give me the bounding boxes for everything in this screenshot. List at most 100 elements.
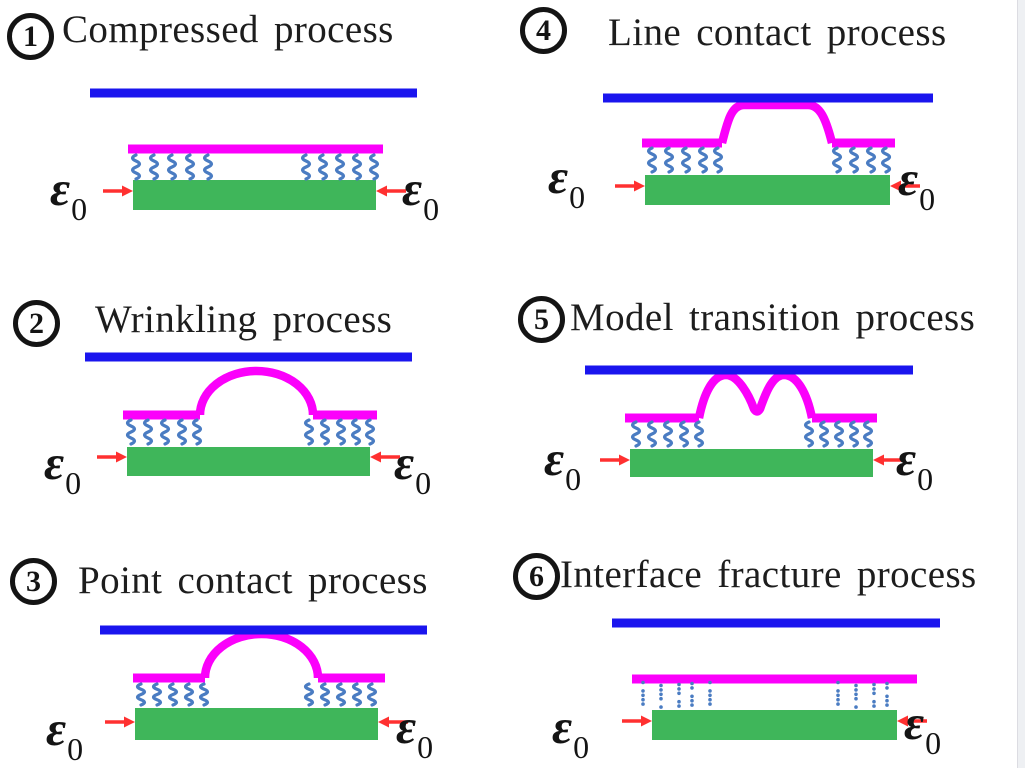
fractured-bond-dot bbox=[885, 694, 889, 699]
adhesion-spring bbox=[319, 418, 331, 446]
adhesion-spring bbox=[303, 418, 315, 446]
strain-label-right: ε0 bbox=[904, 695, 941, 759]
substrate-rect bbox=[645, 175, 890, 205]
adhesion-spring bbox=[191, 418, 203, 446]
model-transition-process-diagram bbox=[585, 365, 913, 477]
substrate-rect bbox=[135, 708, 378, 740]
fractured-bond-dot bbox=[708, 680, 712, 685]
panel-number-badge: 2 bbox=[13, 300, 60, 347]
adhesion-spring bbox=[862, 420, 874, 448]
epsilon-symbol: ε bbox=[552, 699, 573, 754]
fractured-bond-dot bbox=[854, 692, 858, 697]
fractured-bond-dot bbox=[659, 683, 663, 688]
fractured-bond-dot bbox=[641, 693, 645, 698]
panel-number: 2 bbox=[29, 306, 44, 340]
epsilon-subscript: 0 bbox=[919, 181, 936, 217]
fractured-bond-dot bbox=[854, 688, 858, 692]
epsilon-symbol: ε bbox=[898, 151, 919, 206]
epsilon-symbol: ε bbox=[548, 149, 569, 204]
adhesion-spring bbox=[646, 146, 658, 174]
film-buckle bbox=[717, 100, 837, 145]
epsilon-subscript: 0 bbox=[415, 465, 432, 501]
epsilon-subscript: 0 bbox=[423, 191, 440, 227]
epsilon-subscript: 0 bbox=[925, 725, 942, 761]
adhesion-spring bbox=[303, 682, 315, 707]
line-contact-process-diagram bbox=[603, 93, 933, 205]
strain-arrowhead-left bbox=[116, 451, 127, 463]
adhesion-spring bbox=[198, 682, 210, 707]
adhesion-spring bbox=[678, 420, 690, 448]
adhesion-spring bbox=[319, 682, 331, 707]
fractured-bond-dot bbox=[641, 702, 645, 706]
strain-arrowhead-right bbox=[370, 451, 381, 463]
adhesion-spring bbox=[364, 418, 376, 446]
strain-label-right: ε0 bbox=[396, 699, 433, 763]
panel-number: 6 bbox=[529, 559, 544, 593]
panel-number: 3 bbox=[26, 564, 41, 598]
epsilon-symbol: ε bbox=[396, 699, 417, 754]
strain-label-right: ε0 bbox=[896, 431, 933, 495]
fractured-bond-dot bbox=[885, 681, 889, 686]
adhesion-spring bbox=[317, 153, 329, 181]
strain-label-left: ε0 bbox=[44, 435, 81, 499]
fractured-bond-dot bbox=[690, 694, 694, 699]
panel-title: Compressed process bbox=[62, 8, 394, 51]
adhesion-spring bbox=[167, 682, 179, 707]
strain-arrowhead-right bbox=[378, 716, 389, 728]
adhesion-spring bbox=[335, 682, 347, 707]
epsilon-subscript: 0 bbox=[71, 191, 88, 227]
adhesion-spring bbox=[368, 153, 380, 181]
fractured-bond-dot bbox=[836, 702, 840, 706]
adhesion-spring bbox=[697, 146, 709, 174]
epsilon-symbol: ε bbox=[904, 695, 925, 750]
panel-compressed-process: 1 Compressed process ε0 ε0 bbox=[0, 0, 512, 256]
epsilon-symbol: ε bbox=[402, 161, 423, 216]
adhesion-spring bbox=[148, 153, 160, 181]
adhesion-spring bbox=[818, 420, 830, 448]
epsilon-subscript: 0 bbox=[65, 465, 82, 501]
epsilon-subscript: 0 bbox=[917, 461, 934, 497]
panel-title: Line contact process bbox=[608, 11, 947, 54]
strain-arrowhead-left bbox=[124, 716, 135, 728]
fractured-bond-dot bbox=[885, 703, 889, 707]
wrinkling-process-diagram bbox=[85, 352, 412, 476]
strain-arrowhead-left bbox=[634, 180, 645, 192]
fractured-bond-dot bbox=[677, 682, 681, 687]
epsilon-symbol: ε bbox=[44, 435, 65, 490]
panel-title: Model transition process bbox=[570, 296, 976, 339]
fractured-bond-dot bbox=[854, 683, 858, 688]
strain-label-right: ε0 bbox=[898, 151, 935, 215]
adhesion-spring bbox=[159, 418, 171, 446]
strain-label-left: ε0 bbox=[548, 149, 585, 213]
panel-interface-fracture-process: 6 Interface fracture process ε0 ε0 bbox=[512, 512, 1025, 768]
epsilon-symbol: ε bbox=[50, 161, 71, 216]
strain-label-left: ε0 bbox=[46, 704, 83, 765]
fractured-bond-dot bbox=[677, 699, 681, 704]
film-buckle bbox=[694, 370, 817, 419]
strain-arrowhead-right bbox=[376, 185, 387, 197]
adhesion-spring bbox=[646, 420, 658, 448]
strain-label-right: ε0 bbox=[394, 435, 431, 499]
strain-arrowhead-left bbox=[641, 715, 652, 727]
adhesion-spring bbox=[833, 420, 845, 448]
fractured-bond-dot bbox=[690, 703, 694, 707]
adhesion-spring bbox=[334, 153, 346, 181]
panel-title: Wrinkling process bbox=[95, 298, 393, 341]
fractured-bond-dot bbox=[690, 686, 694, 690]
epsilon-symbol: ε bbox=[394, 435, 415, 490]
strain-arrowhead-right bbox=[890, 180, 901, 192]
fractured-bond-dot bbox=[659, 692, 663, 697]
point-contact-process-diagram bbox=[100, 625, 427, 740]
fractured-bond-dot bbox=[641, 689, 645, 693]
fractured-bond-dot bbox=[677, 691, 681, 696]
adhesion-spring bbox=[202, 153, 214, 181]
adhesion-spring bbox=[142, 418, 154, 446]
fractured-bond-dot bbox=[690, 698, 694, 703]
strain-arrowhead-right bbox=[873, 454, 884, 466]
adhesion-spring bbox=[680, 146, 692, 174]
epsilon-symbol: ε bbox=[896, 431, 917, 486]
panel-title: Interface fracture process bbox=[560, 553, 977, 596]
strain-label-left: ε0 bbox=[50, 161, 87, 225]
adhesion-spring bbox=[176, 418, 188, 446]
